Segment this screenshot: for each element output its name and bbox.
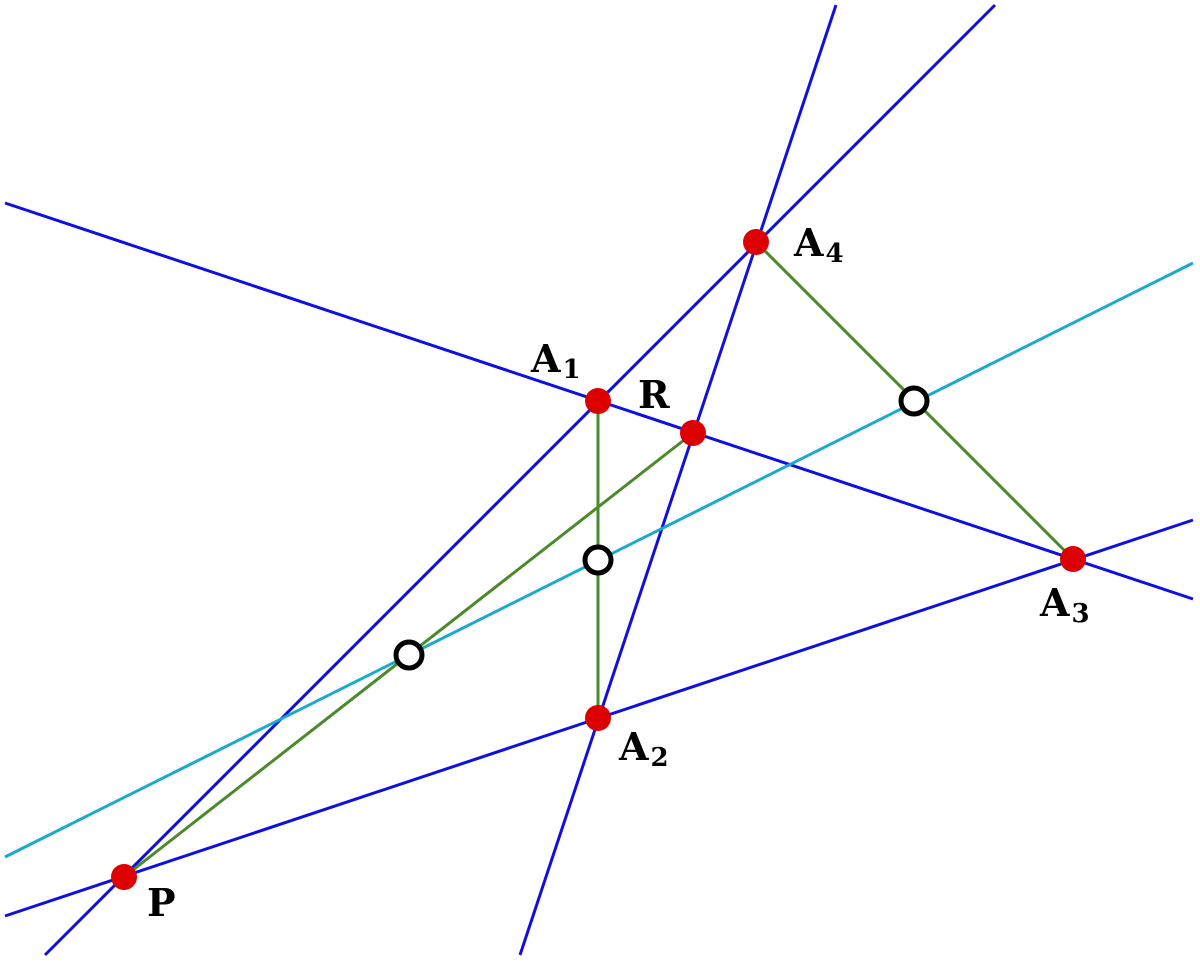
label-a4: A4 <box>793 220 844 269</box>
line-r-a4 <box>518 4 838 956</box>
label-a1: A1 <box>530 336 581 385</box>
label-r: R <box>638 372 670 417</box>
label-p: P <box>147 880 176 925</box>
point-a4 <box>743 229 769 255</box>
point-a3 <box>1060 546 1086 572</box>
point-r <box>680 420 706 446</box>
line-p-a4 <box>43 3 997 957</box>
hollow-point-1 <box>582 544 614 576</box>
point-p <box>111 864 137 890</box>
label-a3: A3 <box>1039 580 1090 629</box>
point-a1 <box>585 388 611 414</box>
label-a2: A2 <box>618 724 669 773</box>
hollow-point-3 <box>898 385 930 417</box>
hollow-point-2 <box>393 639 425 671</box>
point-a2 <box>585 705 611 731</box>
